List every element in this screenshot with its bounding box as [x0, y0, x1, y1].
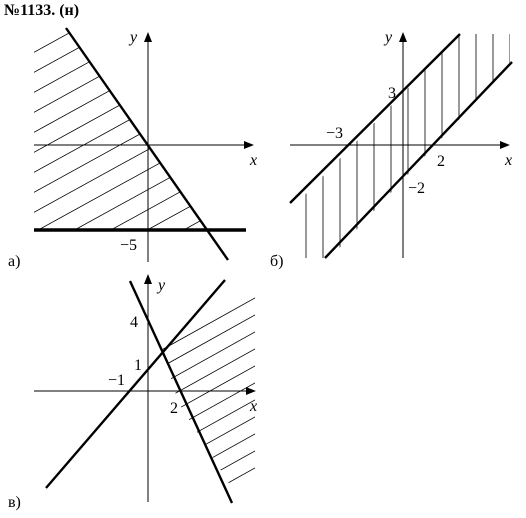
panel-b-y-arrow-icon	[399, 32, 407, 42]
panel-a-boundary-line	[65, 27, 229, 261]
panel-v-rising-line	[45, 279, 226, 489]
panel-b-tick-y-neg2: −2	[408, 180, 425, 197]
panel-a-hatch-line	[34, 96, 208, 230]
panel-b-x-arrow-icon	[500, 141, 510, 149]
panel-a-y-label: y	[128, 29, 138, 46]
panel-v-x-arrow-icon	[246, 387, 256, 395]
panel-v-tick-y-1: 1	[134, 357, 142, 374]
panel-a-label: а)	[8, 253, 20, 270]
panel-a-hatch-line	[34, 28, 208, 61]
panel-b-x-label: x	[504, 152, 512, 169]
panel-b-label: б)	[270, 253, 283, 270]
panel-v-hatching	[162, 285, 255, 485]
panel-v-y-arrow-icon	[144, 274, 152, 284]
panel-v-hatch-line	[162, 317, 255, 397]
panel-a-hatch-line	[34, 28, 208, 141]
panel-v-hatch-line	[162, 436, 255, 485]
panel-v-hatch-line	[162, 453, 255, 485]
panel-a-hatch-line	[34, 136, 208, 230]
panel-a-x-label: x	[249, 152, 257, 169]
panel-v-tick-x-neg1: −1	[108, 372, 125, 389]
panel-b-tick-y-3: 3	[388, 85, 396, 102]
panel-v-falling-line	[128, 280, 234, 504]
panel-v: y x 4 1 −1 2 в)	[8, 274, 257, 511]
panel-a-hatch-line	[34, 216, 208, 230]
panel-b-lower-line	[324, 61, 513, 259]
panel-a-tick-neg5: −5	[120, 237, 137, 254]
panel-v-hatch-line	[162, 300, 255, 380]
panel-v-hatch-line	[162, 419, 255, 485]
panel-a-hatch-line	[34, 28, 208, 81]
panel-a-y-arrow-icon	[144, 32, 152, 42]
panel-v-hatch-line	[162, 402, 255, 482]
panel-b-y-label: y	[383, 29, 393, 46]
panel-a: y x −5 а)	[8, 27, 257, 270]
panel-v-tick-x-2: 2	[170, 400, 178, 417]
panel-b-tick-x-2: 2	[437, 153, 445, 170]
panel-v-x-label: x	[249, 398, 257, 415]
panel-v-tick-y-4: 4	[130, 314, 138, 331]
panel-v-hatch-line	[162, 368, 255, 448]
panel-v-label: в)	[8, 494, 21, 511]
panel-v-hatch-line	[162, 285, 255, 363]
panel-b: y x −3 3 2 −2 б)	[270, 29, 513, 270]
panel-v-y-label: y	[156, 277, 166, 294]
panel-a-x-arrow-icon	[244, 141, 254, 149]
problem-number: №1133. (н)	[4, 2, 79, 19]
panel-a-hatch-line	[34, 116, 208, 230]
panel-b-tick-x-neg3: −3	[326, 125, 343, 142]
panel-b-upper-line	[289, 33, 461, 204]
